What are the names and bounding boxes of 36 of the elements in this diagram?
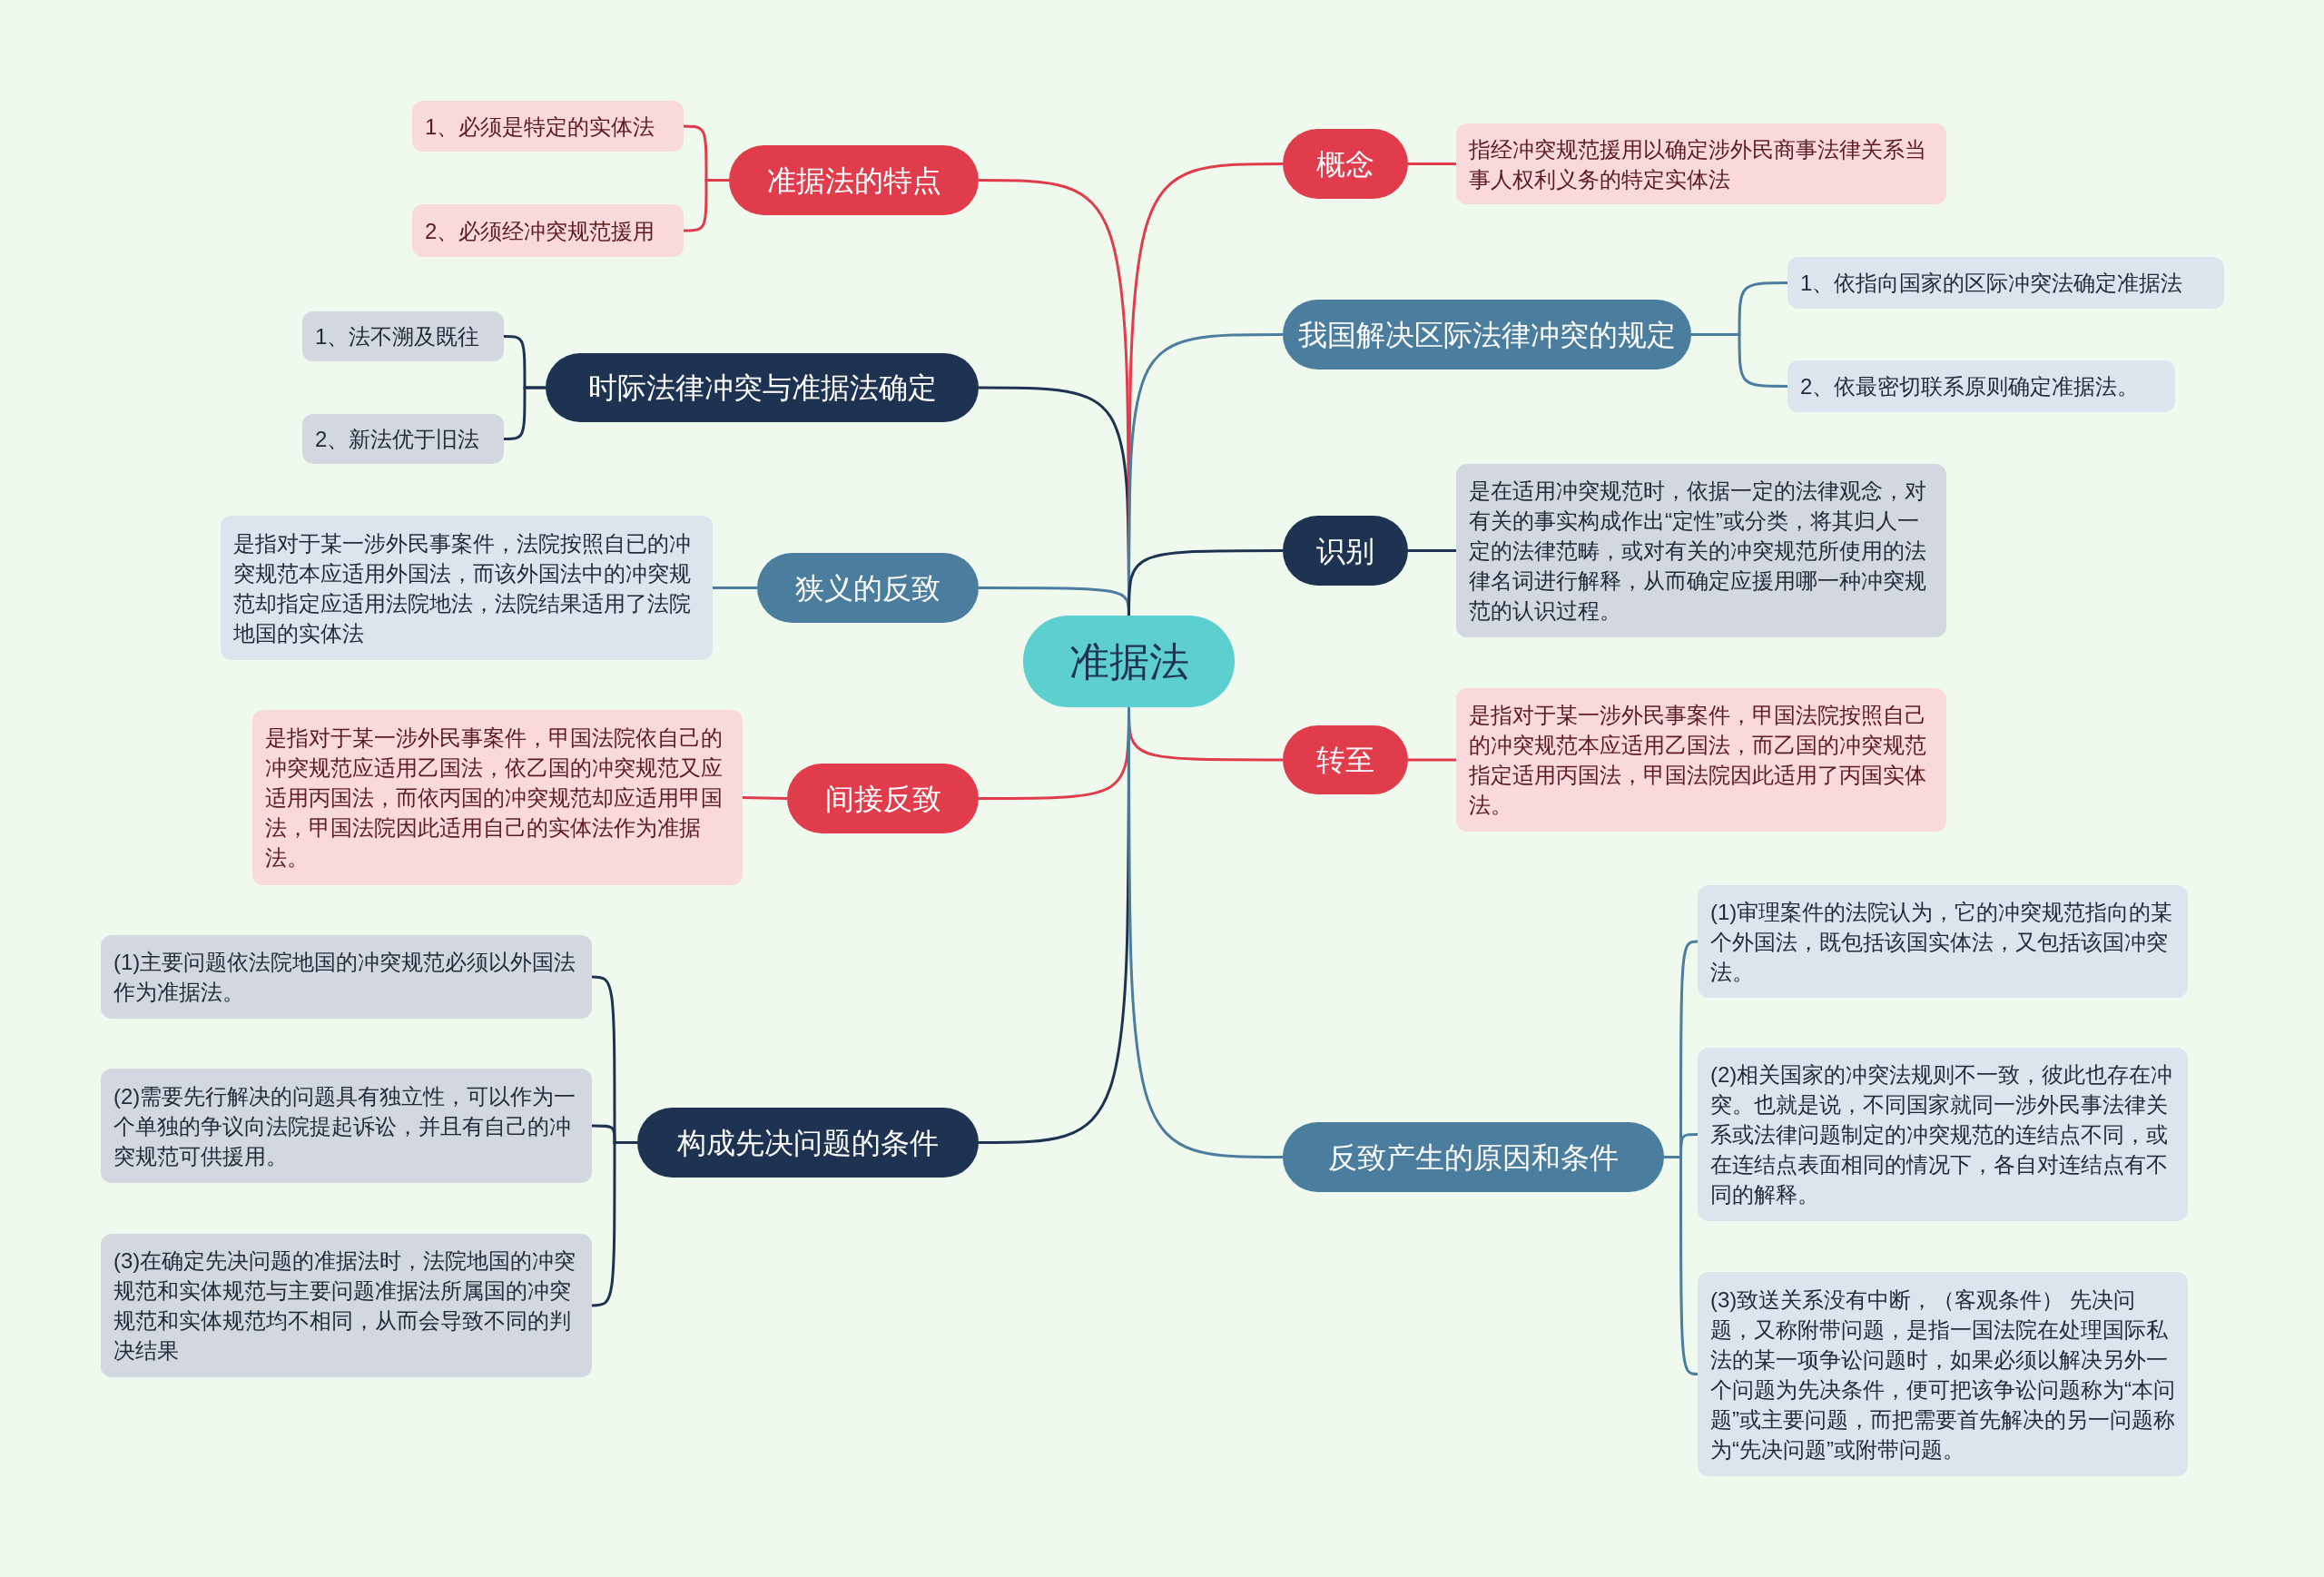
- node-text: 反致产生的原因和条件: [1328, 1139, 1619, 1176]
- connector-line: [1408, 163, 1456, 165]
- node-text: (3)致送关系没有中断，（客观条件） 先决问题，又称附带问题，是指一国法院在处理国际私法的某一项争讼问题时，如果必须以解决另外一个问题为先决条件，便可把该争讼问题称为“本问题”或主要问题，而把需要首先解决的另一问题称为“先决问题”或附带问题。: [1710, 1286, 2175, 1464]
- node-text: 准据法: [1068, 637, 1189, 685]
- node-text: 是指对于某一涉外民事案件，甲国法院依自己的冲突规范应适用乙国法，依乙国的冲突规范又应适用丙国法，而依丙国的冲突规范却应适用甲国法，甲国法院因此适用自己的实体法作为准据法。: [265, 724, 724, 872]
- node-text: 1、法不溯及既往: [315, 323, 480, 350]
- node-text: 概念: [1316, 146, 1374, 182]
- connector-line: [742, 796, 788, 800]
- node-text: 2、依最密切联系原则确定准据法。: [1800, 373, 2140, 400]
- node-text: (3)在确定先决问题的准据法时，法院地国的冲突规范和实体规范与主要问题准据法所属国的冲突规范和实体规范均不相同，从而会导致不同的判决结果: [113, 1247, 577, 1365]
- node-text: 是在适用冲突规范时，依据一定的法律观念，对有关的事实构成作出“定性”或分类，将其归人一定的法律范畴，或对有关的冲突规范所使用的法律名词进行解释，从而确定应援用哪一种冲突规范的认识过程。: [1469, 478, 1927, 625]
- node-text: (2)相关国家的冲突法规则不一致，彼此也存在冲突。也就是说，不同国家就同一涉外民事法律关系或法律问题制定的冲突规范的连结点不同，或在连结点表面相同的情况下，各自对连结点有不同的解释。: [1710, 1061, 2174, 1208]
- connector-line: [1408, 549, 1456, 552]
- node-text: 1、依指向国家的区际冲突法确定准据法: [1800, 270, 2183, 297]
- node-text: 构成先决问题的条件: [677, 1125, 939, 1161]
- connector-line: [1128, 549, 1283, 616]
- node-text: 2、必须经冲突规范援用: [425, 217, 655, 245]
- node-text: (2)需要先行解决的问题具有独立性，可以作为一个单独的争议向法院提起诉讼，并且有自己的冲突规范可供援用。: [113, 1082, 577, 1170]
- connector-line: [1128, 707, 1283, 1158]
- node-text: 时际法律冲突与准据法确定: [587, 370, 937, 406]
- node-text: 准据法的特点: [766, 163, 941, 199]
- node-text: 是指对于某一涉外民事案件，法院按照自已的冲突规范本应适用外国法，而该外国法中的冲突规范却指定应适用法院地法，法院结果适用了法院地国的实体法: [233, 529, 692, 647]
- node-text: 2、新法优于旧法: [315, 426, 480, 453]
- node-text: 是指对于某一涉外民事案件，甲国法院按照自己的冲突规范本应适用乙国法，而乙国的冲突规范指定适用丙国法，甲国法院因此适用了丙国实体法。: [1469, 702, 1927, 819]
- connector-line: [713, 586, 757, 589]
- connector-line: [1408, 758, 1456, 762]
- node-text: 转至: [1316, 743, 1374, 778]
- node-text: 1、必须是特定的实体法: [425, 113, 655, 141]
- node-text: 指经冲突规范援用以确定涉外民商事法律关系当事人权利义务的特定实体法: [1469, 135, 1927, 193]
- node-text: 我国解决区际法律冲突的规定: [1298, 317, 1676, 353]
- node-text: 狭义的反致: [795, 570, 940, 606]
- node-text: 间接反致: [824, 781, 941, 817]
- connector-line: [1664, 1156, 1699, 1375]
- node-text: 识别: [1316, 533, 1374, 569]
- node-text: (1)主要问题依法院地国的冲突规范必须以外国法作为准据法。: [113, 949, 577, 1006]
- node-text: (1)审理案件的法院认为，它的冲突规范指向的某个外国法，既包括该国实体法，又包括该国冲突法。: [1710, 898, 2174, 986]
